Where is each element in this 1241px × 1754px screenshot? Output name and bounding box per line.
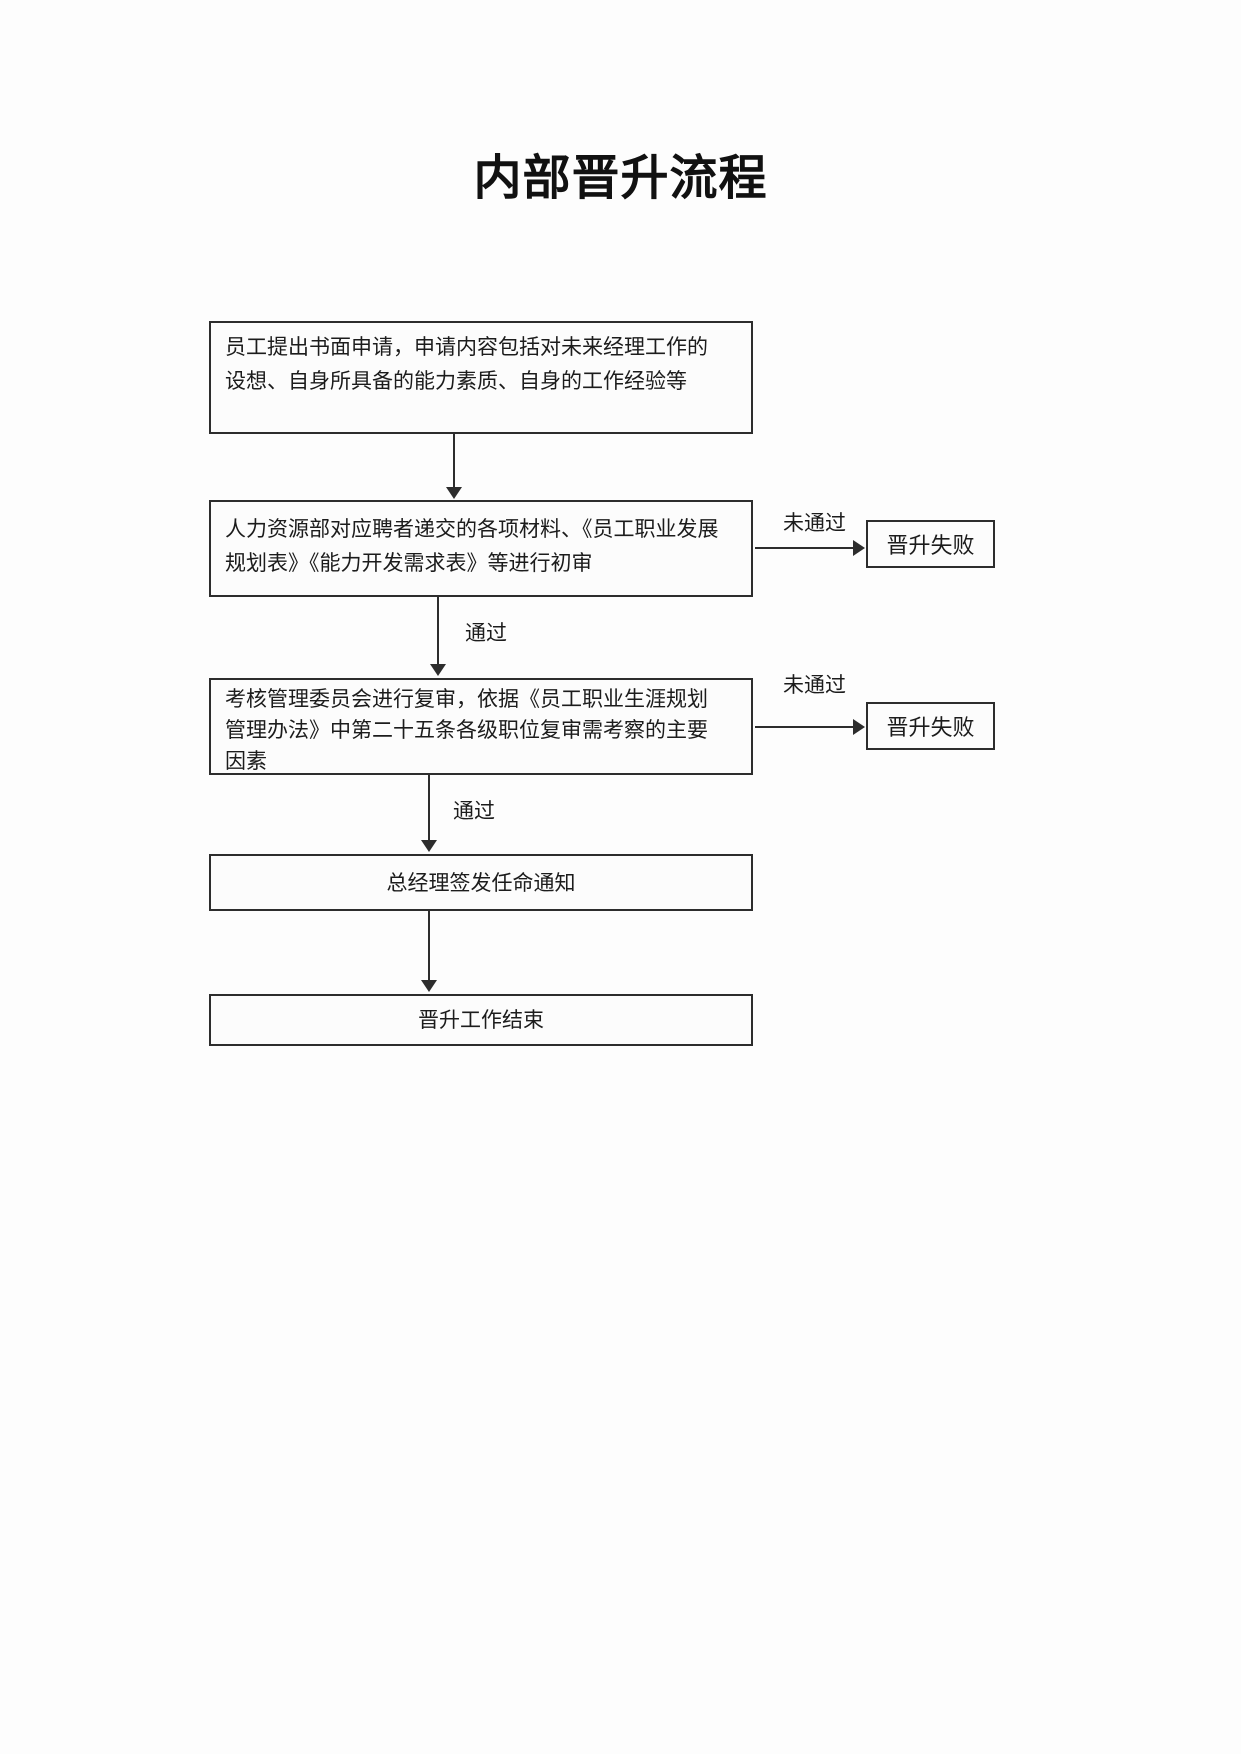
flow-step-text-line: 员工提出书面申请，申请内容包括对未来经理工作的 <box>225 335 708 359</box>
arrowhead-down-icon <box>446 487 462 499</box>
flow-step-text-line: 人力资源部对应聘者递交的各项材料、《员工职业发展 <box>225 517 719 541</box>
flow-step-hr-initial-review: 人力资源部对应聘者递交的各项材料、《员工职业发展 规划表》《能力开发需求表》等进… <box>209 500 753 597</box>
flow-step-text-line: 设想、自身所具备的能力素质、自身的工作经验等 <box>225 369 687 393</box>
arrow-shaft <box>437 597 439 666</box>
flow-step-committee-review: 考核管理委员会进行复审，依据《员工职业生涯规划 管理办法》中第二十五条各级职位复… <box>209 678 753 775</box>
arrow-right-2 <box>755 719 865 735</box>
flow-step-text-line: 考核管理委员会进行复审，依据《员工职业生涯规划 <box>225 687 708 711</box>
flow-step-text-line: 总经理签发任命通知 <box>386 870 576 895</box>
arrow-shaft <box>755 726 856 728</box>
arrow-down-4 <box>421 911 437 992</box>
arrow-down-3 <box>421 775 437 852</box>
arrow-shaft <box>453 434 455 489</box>
flow-step-text-line: 管理办法》中第二十五条各级职位复审需考察的主要 <box>225 718 708 742</box>
arrow-down-1 <box>446 434 462 499</box>
arrowhead-down-icon <box>421 840 437 852</box>
arrow-down-2 <box>430 597 446 676</box>
flow-outcome-failure-1: 晋升失败 <box>866 520 995 568</box>
flow-outcome-failure-2: 晋升失败 <box>866 702 995 750</box>
arrowhead-right-icon <box>853 540 865 556</box>
arrow-shaft <box>428 911 430 982</box>
flow-step-application: 员工提出书面申请，申请内容包括对未来经理工作的 设想、自身所具备的能力素质、自身… <box>209 321 753 434</box>
arrowhead-right-icon <box>853 719 865 735</box>
page-title: 内部晋升流程 <box>473 150 768 206</box>
arrow-shaft <box>428 775 430 842</box>
flow-step-gm-appointment-notice: 总经理签发任命通知 <box>209 854 753 911</box>
edge-label-passed-2: 通过 <box>453 799 495 823</box>
edge-label-passed-1: 通过 <box>465 621 507 645</box>
flow-step-text-line: 规划表》《能力开发需求表》等进行初审 <box>225 551 593 575</box>
arrowhead-down-icon <box>421 980 437 992</box>
edge-label-not-passed-1: 未通过 <box>783 511 846 535</box>
flow-step-promotion-complete: 晋升工作结束 <box>209 994 753 1046</box>
edge-label-not-passed-2: 未通过 <box>783 673 846 697</box>
flow-step-text-line: 晋升工作结束 <box>418 1008 544 1032</box>
arrowhead-down-icon <box>430 664 446 676</box>
flow-step-text-line: 因素 <box>225 749 267 773</box>
arrow-shaft <box>755 547 856 549</box>
arrow-right-1 <box>755 540 865 556</box>
